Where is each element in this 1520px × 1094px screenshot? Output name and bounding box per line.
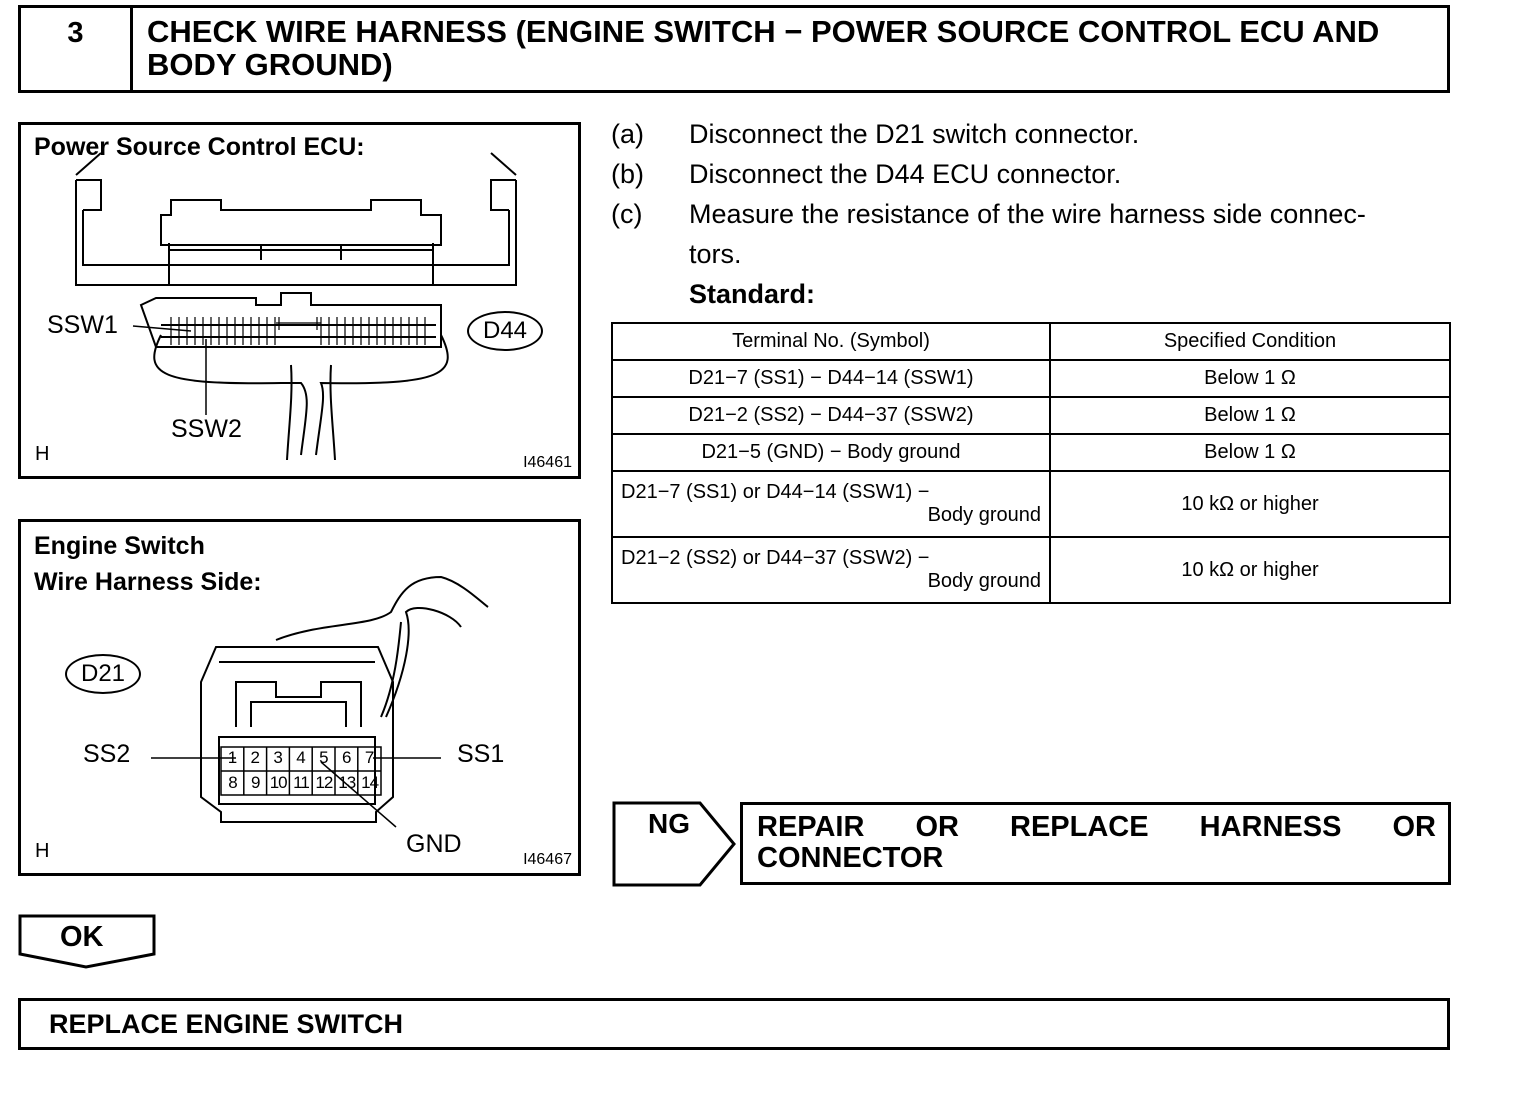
step-letter: (b) (611, 159, 644, 189)
header-terminal: Terminal No. (Symbol) (611, 322, 1051, 361)
label-ss1: SS1 (457, 740, 505, 768)
cell-terminal-line1: D21−2 (SS2) or D44−37 (SSW2) − (621, 547, 930, 569)
table-row: D21−2 (SS2) or D44−37 (SSW2) − Body grou… (611, 536, 1451, 604)
figure-switch-code: I46467 (523, 851, 572, 868)
cell-condition: 10 kΩ or higher (1049, 470, 1451, 538)
pin-label: 7 (364, 748, 375, 767)
switch-pins-top: 1 2 3 4 5 6 7 (221, 748, 381, 770)
cell-terminal-line2: Body ground (927, 570, 1041, 592)
ok-action-text: REPLACE ENGINE SWITCH (49, 1009, 404, 1039)
step-text: Disconnect the D44 ECU connector. (689, 159, 1122, 189)
standard-label: Standard: (689, 279, 816, 309)
ng-label: NG (648, 808, 690, 839)
pin-label: 14 (361, 773, 379, 792)
cell-condition: Below 1 Ω (1049, 433, 1451, 472)
connector-id-d44: D44 (467, 311, 543, 351)
table-header-row: Terminal No. (Symbol) Specified Conditio… (611, 322, 1451, 361)
cell-terminal-line1: D21−7 (SS1) or D44−14 (SSW1) − (621, 481, 930, 503)
ng-action-box: REPAIR OR REPLACE HARNESS OR CONNECTOR (740, 802, 1451, 885)
figure-ecu: Power Source Control ECU: SSW1 SSW2 D44 … (18, 122, 581, 479)
figure-switch-corner: H (35, 840, 50, 862)
table-row: D21−5 (GND) − Body ground Below 1 Ω (611, 433, 1451, 472)
ok-action-box: REPLACE ENGINE SWITCH (18, 998, 1450, 1050)
pin-label: 3 (273, 748, 283, 767)
pin-label: 6 (341, 748, 352, 767)
cell-condition: 10 kΩ or higher (1049, 536, 1451, 604)
switch-pins-bottom: 8 9 10 11 12 13 14 (221, 773, 381, 795)
step-header: 3 CHECK WIRE HARNESS (ENGINE SWITCH − PO… (18, 5, 1450, 93)
figure-engine-switch: 1 2 3 4 5 6 7 8 9 10 11 12 13 14 Engine … (18, 519, 581, 876)
cell-condition: Below 1 Ω (1049, 359, 1451, 398)
pin-label: 5 (319, 748, 329, 767)
table-row: D21−7 (SS1) or D44−14 (SSW1) − Body grou… (611, 470, 1451, 538)
spec-table: Terminal No. (Symbol) Specified Conditio… (611, 322, 1451, 604)
figure-switch-title-line1: Engine Switch (34, 532, 205, 560)
label-ssw2: SSW2 (171, 415, 242, 443)
pin-label: 11 (293, 773, 310, 792)
pin-label: 10 (269, 773, 288, 792)
table-row: D21−7 (SS1) − D44−14 (SSW1) Below 1 Ω (611, 359, 1451, 398)
cell-terminal: D21−7 (SS1) − D44−14 (SSW1) (611, 359, 1051, 398)
label-ssw1: SSW1 (47, 311, 118, 339)
cell-terminal-line2: Body ground (927, 504, 1041, 526)
step-number: 3 (21, 8, 133, 90)
cell-terminal: D21−2 (SS2) or D44−37 (SSW2) − Body grou… (611, 536, 1051, 604)
cell-condition: Below 1 Ω (1049, 396, 1451, 435)
switch-connector-drawing (151, 575, 489, 828)
pin-label: 9 (251, 773, 260, 792)
ok-arrow-shape (18, 914, 156, 969)
step-text: Disconnect the D21 switch connector. (689, 119, 1140, 149)
step-text-continued: tors. (689, 239, 742, 269)
ecu-connector-drawing (75, 152, 517, 461)
step-title: CHECK WIRE HARNESS (ENGINE SWITCH − POWE… (147, 14, 1380, 82)
figure-ecu-title: Power Source Control ECU: (34, 133, 365, 161)
ok-label: OK (60, 921, 104, 953)
step-letter: (c) (611, 199, 643, 229)
step-letter: (a) (611, 119, 644, 149)
cell-terminal: D21−5 (GND) − Body ground (611, 433, 1051, 472)
pin-label: 13 (338, 773, 356, 792)
step-text: Measure the resistance of the wire harne… (689, 199, 1366, 229)
connector-id-d21: D21 (65, 654, 141, 694)
figure-switch-title-line2: Wire Harness Side: (34, 568, 262, 596)
figure-ecu-corner: H (35, 443, 50, 465)
pin-label: 2 (250, 748, 261, 767)
pin-label: 4 (296, 748, 306, 767)
pin-label: 1 (227, 748, 238, 767)
pin-label: 8 (228, 773, 237, 792)
label-ss2: SS2 (83, 740, 131, 768)
ng-action-text: REPAIR OR REPLACE HARNESS OR CONNECTOR (757, 811, 1436, 874)
ng-arrow-shape (612, 801, 736, 887)
cell-terminal: D21−2 (SS2) − D44−37 (SSW2) (611, 396, 1051, 435)
header-condition: Specified Condition (1049, 322, 1451, 361)
figure-ecu-code: I46461 (523, 454, 572, 471)
table-row: D21−2 (SS2) − D44−37 (SSW2) Below 1 Ω (611, 396, 1451, 435)
cell-terminal: D21−7 (SS1) or D44−14 (SSW1) − Body grou… (611, 470, 1051, 538)
label-gnd: GND (406, 830, 462, 858)
pin-label: 12 (315, 773, 333, 792)
